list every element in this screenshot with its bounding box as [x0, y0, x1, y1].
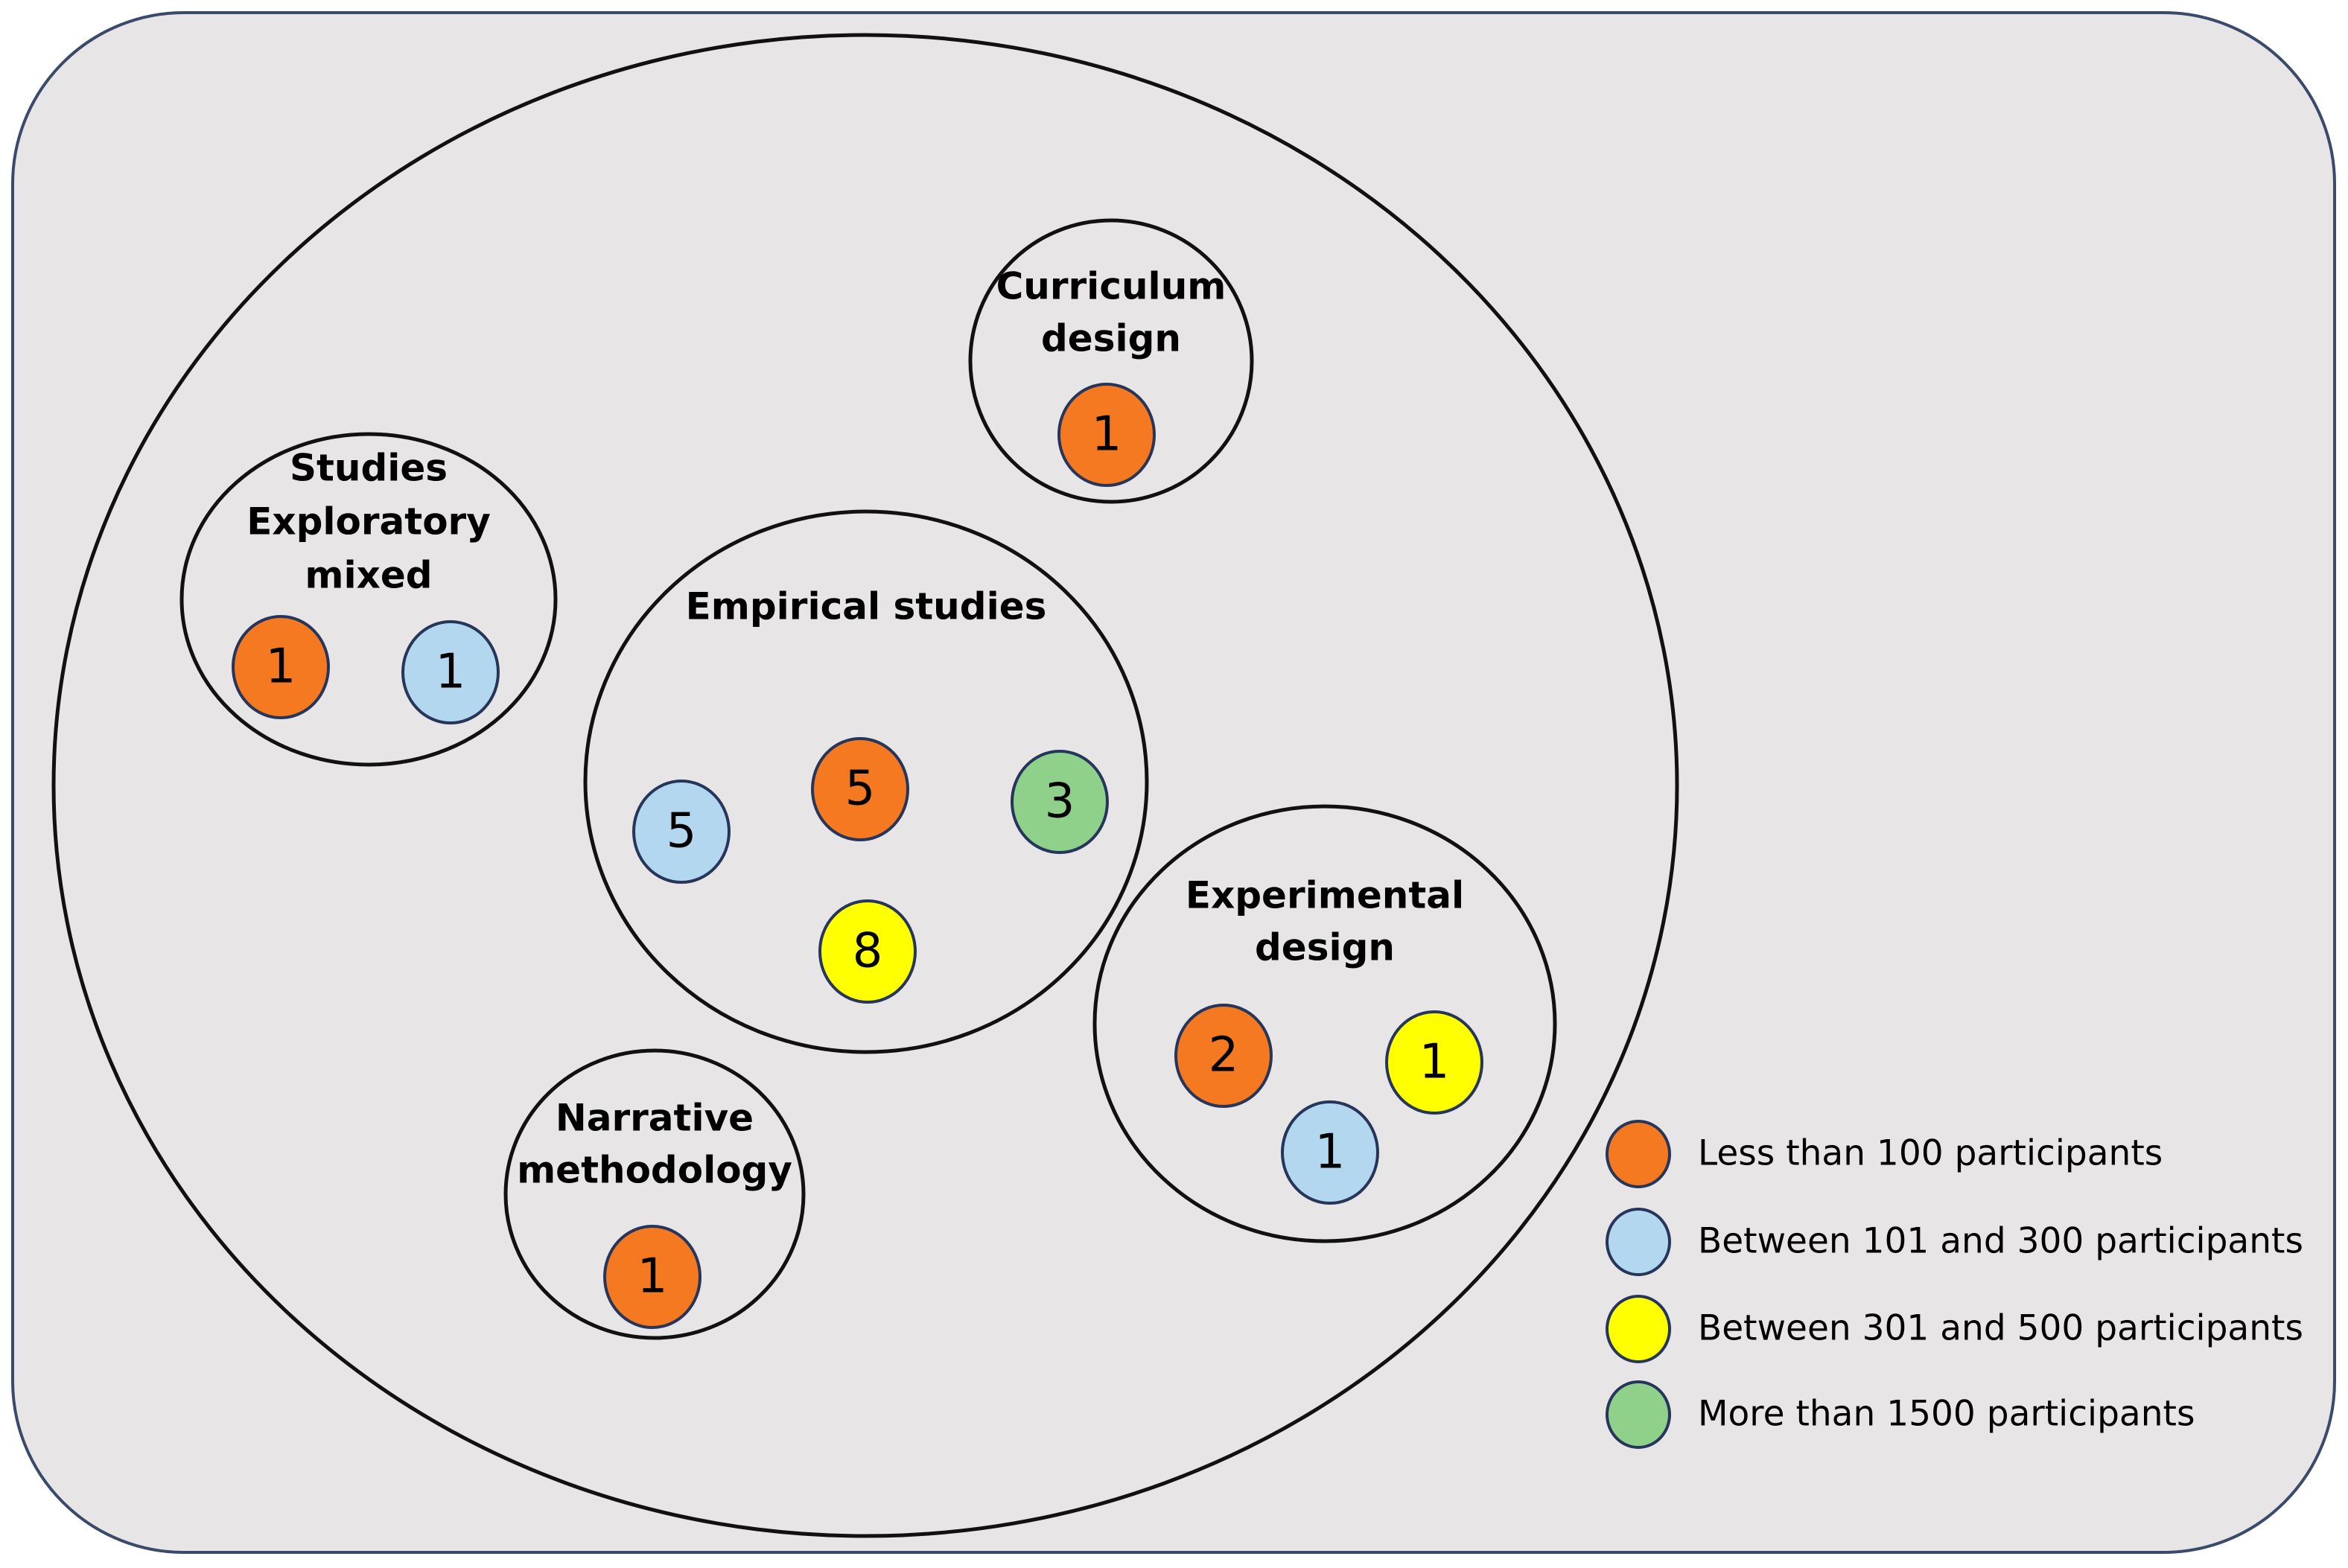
- curriculum-title-line: Curriculum: [996, 265, 1227, 308]
- group-experimental: Experimental design 2 1 1: [1092, 804, 1557, 1243]
- empirical-title-line: Empirical studies: [686, 585, 1047, 628]
- exploratory-title-line: mixed: [305, 554, 432, 597]
- empirical-count-value: 5: [845, 762, 876, 817]
- legend-item: Between 301 and 500 participants: [1606, 1295, 2303, 1363]
- narrative-title-line: Narrative: [556, 1097, 754, 1140]
- diagram-frame: [11, 11, 2336, 1554]
- experimental-title-line: Experimental: [1186, 874, 1464, 917]
- narrative-count-dot: [603, 1225, 701, 1329]
- group-empirical: Empirical studies 5 5 3 8: [583, 509, 1149, 1054]
- empirical-count-dot: [818, 899, 917, 1004]
- experimental-title-line: design: [1255, 926, 1395, 969]
- legend-swatch: [1606, 1295, 1671, 1363]
- outer-ellipse: [51, 33, 1679, 1538]
- exploratory-count-dot: [232, 615, 330, 719]
- exploratory-title-line: Exploratory: [246, 500, 491, 544]
- legend-swatch: [1606, 1380, 1671, 1449]
- legend-swatch: [1606, 1120, 1671, 1188]
- exploratory-title-line: Studies: [290, 447, 448, 490]
- experimental-count-dot: [1174, 1004, 1273, 1108]
- experimental-count-value: 1: [1419, 1035, 1450, 1090]
- exploratory-count-dot: [401, 620, 500, 724]
- legend-label: Less than 100 participants: [1698, 1133, 2163, 1174]
- experimental-circle: [1092, 804, 1557, 1243]
- group-curriculum: Curriculum design 1: [968, 218, 1254, 504]
- empirical-circle: [583, 509, 1149, 1054]
- experimental-count-dot: [1281, 1100, 1379, 1205]
- experimental-count-value: 2: [1209, 1028, 1239, 1083]
- legend-item: Less than 100 participants: [1606, 1120, 2163, 1188]
- empirical-count-value: 5: [666, 804, 697, 859]
- group-narrative: Narrative methodology 1: [503, 1048, 806, 1340]
- legend-label: Between 101 and 300 participants: [1698, 1221, 2303, 1262]
- legend-swatch: [1606, 1208, 1671, 1276]
- groups-layer: Curriculumdesign1StudiesExploratorymixed…: [179, 218, 1557, 1340]
- narrative-circle: [503, 1048, 806, 1340]
- empirical-count-dot: [811, 737, 909, 841]
- empirical-count-value: 3: [1045, 774, 1075, 829]
- curriculum-count-value: 1: [1092, 407, 1122, 462]
- empirical-count-value: 8: [853, 924, 883, 979]
- legend-label: More than 1500 participants: [1698, 1394, 2195, 1435]
- exploratory-count-value: 1: [436, 645, 466, 700]
- legend-label: Between 301 and 500 participants: [1698, 1308, 2303, 1349]
- experimental-count-value: 1: [1315, 1125, 1346, 1180]
- exploratory-circle: [179, 432, 558, 767]
- experimental-count-dot: [1385, 1010, 1483, 1115]
- curriculum-count-dot: [1057, 383, 1156, 487]
- empirical-count-dot: [632, 780, 731, 884]
- curriculum-circle: [968, 218, 1254, 504]
- legend-item: Between 101 and 300 participants: [1606, 1208, 2303, 1276]
- narrative-count-value: 1: [637, 1249, 668, 1304]
- empirical-count-dot: [1011, 750, 1109, 854]
- legend-item: More than 1500 participants: [1606, 1380, 2195, 1449]
- exploratory-count-value: 1: [266, 640, 296, 695]
- narrative-title-line: methodology: [517, 1149, 792, 1192]
- curriculum-title-line: design: [1041, 317, 1181, 360]
